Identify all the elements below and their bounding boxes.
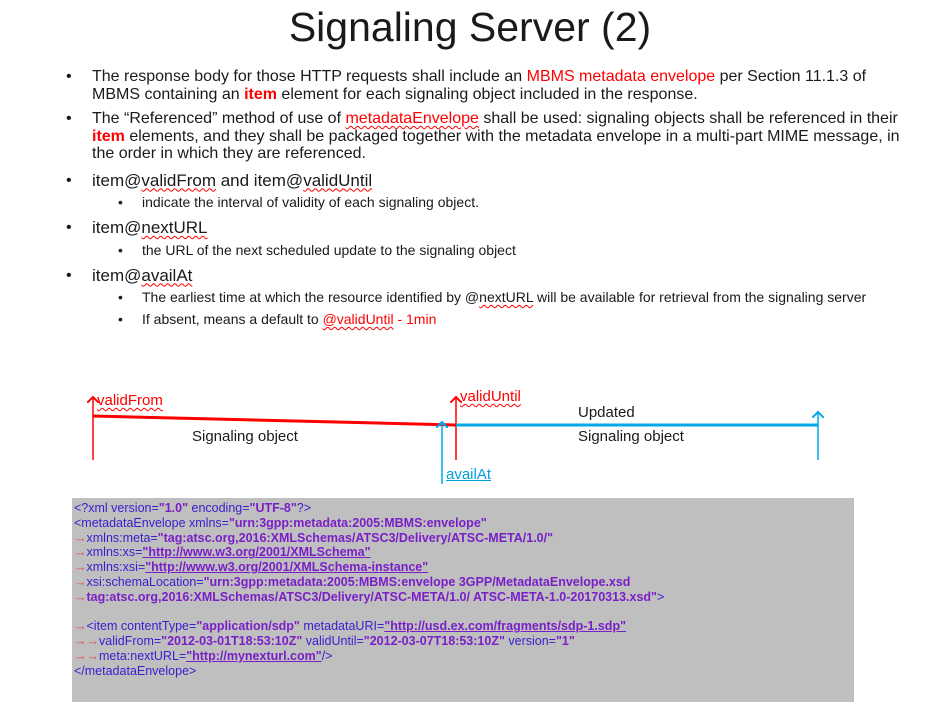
text: item@ <box>92 170 142 190</box>
text: will be available for retrieval from the… <box>533 289 867 305</box>
timeline-svg <box>0 382 940 484</box>
label-avail-at: availAt <box>446 466 492 483</box>
label-valid-from: validFrom <box>97 392 163 409</box>
bullet-avail-at: item@availAt <box>60 265 910 285</box>
text: The “Referenced” method of use of <box>92 110 346 127</box>
bullet-list: The response body for those HTTP request… <box>60 68 910 333</box>
text-highlight: metadataEnvelope <box>345 110 479 127</box>
sub-bullet-validity: indicate the interval of validity of eac… <box>60 194 910 210</box>
text-highlight: item <box>244 85 277 103</box>
text: nextURL <box>479 289 534 305</box>
text-highlight: - 1min <box>393 311 437 327</box>
label-valid-until: validUntil <box>460 388 521 405</box>
xml-line: →xsi:schemaLocation="urn:3gpp:metadata:2… <box>74 574 631 589</box>
label-updated: Updated <box>578 404 635 421</box>
validity-bar-current <box>92 414 457 427</box>
xml-line: <?xml version="1.0" encoding="UTF-8"?> <box>74 501 312 515</box>
slide-title: Signaling Server (2) <box>288 4 652 50</box>
text: elements, and they shall be packaged tog… <box>92 127 900 163</box>
bullet-next-url: item@nextURL <box>60 219 910 237</box>
xml-line: <metadataEnvelope xmlns="urn:3gpp:metada… <box>74 515 487 530</box>
xml-line: →xmlns:xsi="http://www.w3.org/2001/XMLSc… <box>74 560 429 575</box>
xml-example-block: <?xml version="1.0" encoding="UTF-8"?> <… <box>72 498 854 702</box>
text: item@ <box>92 265 142 285</box>
text: If absent, means a default to <box>142 311 323 327</box>
xml-line: </metadataEnvelope> <box>74 663 197 678</box>
text: per Section 11.1.3 of MBMS containing an <box>92 68 867 103</box>
text: and item@ <box>216 170 304 190</box>
xml-line: →xmlns:meta="tag:atsc.org,2016:XMLSchema… <box>74 530 554 545</box>
sub-bullet-earliest-time: The earliest time at which the resource … <box>60 289 910 305</box>
text: availAt <box>141 265 193 285</box>
xml-line: →<item contentType="application/sdp" met… <box>74 619 627 634</box>
text-highlight: item <box>92 127 125 145</box>
text-highlight: MBMS metadata envelope <box>526 68 716 85</box>
text: The earliest time at which the resource … <box>142 289 480 305</box>
text: validFrom <box>141 170 216 190</box>
text: item@ <box>92 218 142 237</box>
text: The response body for those HTTP request… <box>92 68 527 85</box>
validity-timeline-diagram: validFrom validUntil Signaling object Up… <box>0 382 940 492</box>
sub-bullet-next-url: the URL of the next scheduled update to … <box>60 242 910 258</box>
text: validUntil <box>303 170 373 190</box>
bullet-validity: item@validFrom and item@validUntil <box>60 170 910 190</box>
sub-bullet-default: If absent, means a default to @validUnti… <box>60 311 910 327</box>
text: shall be used: signaling objects shall b… <box>478 110 898 127</box>
bullet-referenced-method: The “Referenced” method of use of metada… <box>60 110 910 163</box>
xml-line: →xmlns:xs="http://www.w3.org/2001/XMLSch… <box>74 545 371 560</box>
text-highlight: @validUntil <box>322 311 394 327</box>
bullet-response-body: The response body for those HTTP request… <box>60 68 910 103</box>
xml-line: →→validFrom="2012-03-01T18:53:10Z" valid… <box>74 634 575 649</box>
xml-line: →tag:atsc.org,2016:XMLSchemas/ATSC3/Deli… <box>74 589 665 604</box>
text: element for each signaling object includ… <box>276 85 698 103</box>
text: nextURL <box>141 218 208 237</box>
label-updated-signaling-object: Signaling object <box>578 428 684 445</box>
xml-line: →→meta:nextURL="http://mynexturl.com"/> <box>74 648 333 663</box>
label-signaling-object: Signaling object <box>192 428 298 445</box>
